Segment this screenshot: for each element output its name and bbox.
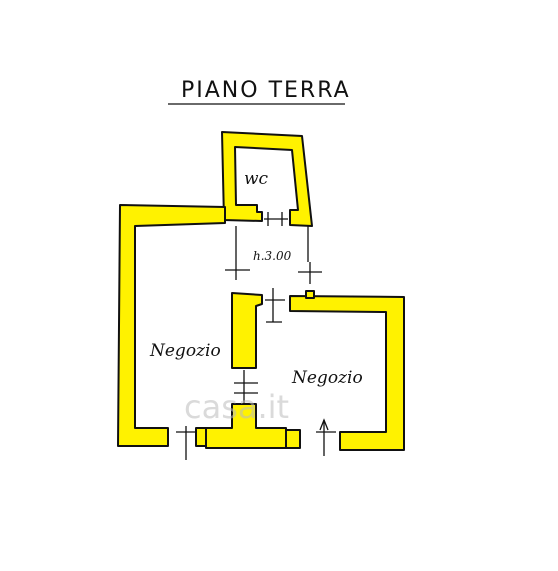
right-shop-wall (289, 295, 405, 451)
door-mark-partition (234, 370, 258, 404)
door-mark-center (265, 288, 285, 323)
room-labels: wc h.3.00 Negozio Negozio (149, 169, 363, 388)
door-mark-wc (264, 212, 288, 226)
right-top-stub (305, 290, 315, 299)
height-label: h.3.00 (253, 249, 292, 263)
wc-label: wc (244, 169, 269, 189)
left-shop-label: Negozio (149, 341, 221, 361)
door-mark-left-entry (176, 426, 196, 460)
wc-wall (221, 131, 313, 227)
door-mark-right-entry (316, 420, 336, 456)
door-marks (176, 212, 336, 460)
title-group: PIANO TERRA (168, 78, 351, 105)
plan-title: PIANO TERRA (181, 78, 351, 103)
left-shop-top-wall (117, 204, 226, 447)
door-mark-right-top (298, 262, 322, 284)
left-bottom-stub (195, 427, 207, 447)
door-mark-left-top (225, 262, 250, 280)
watermark: casa.it (184, 388, 289, 426)
center-partition (231, 292, 263, 369)
right-bottom-stub (285, 429, 301, 449)
right-shop-label: Negozio (291, 368, 363, 388)
walls (117, 131, 405, 451)
entry-arrow (319, 418, 329, 431)
